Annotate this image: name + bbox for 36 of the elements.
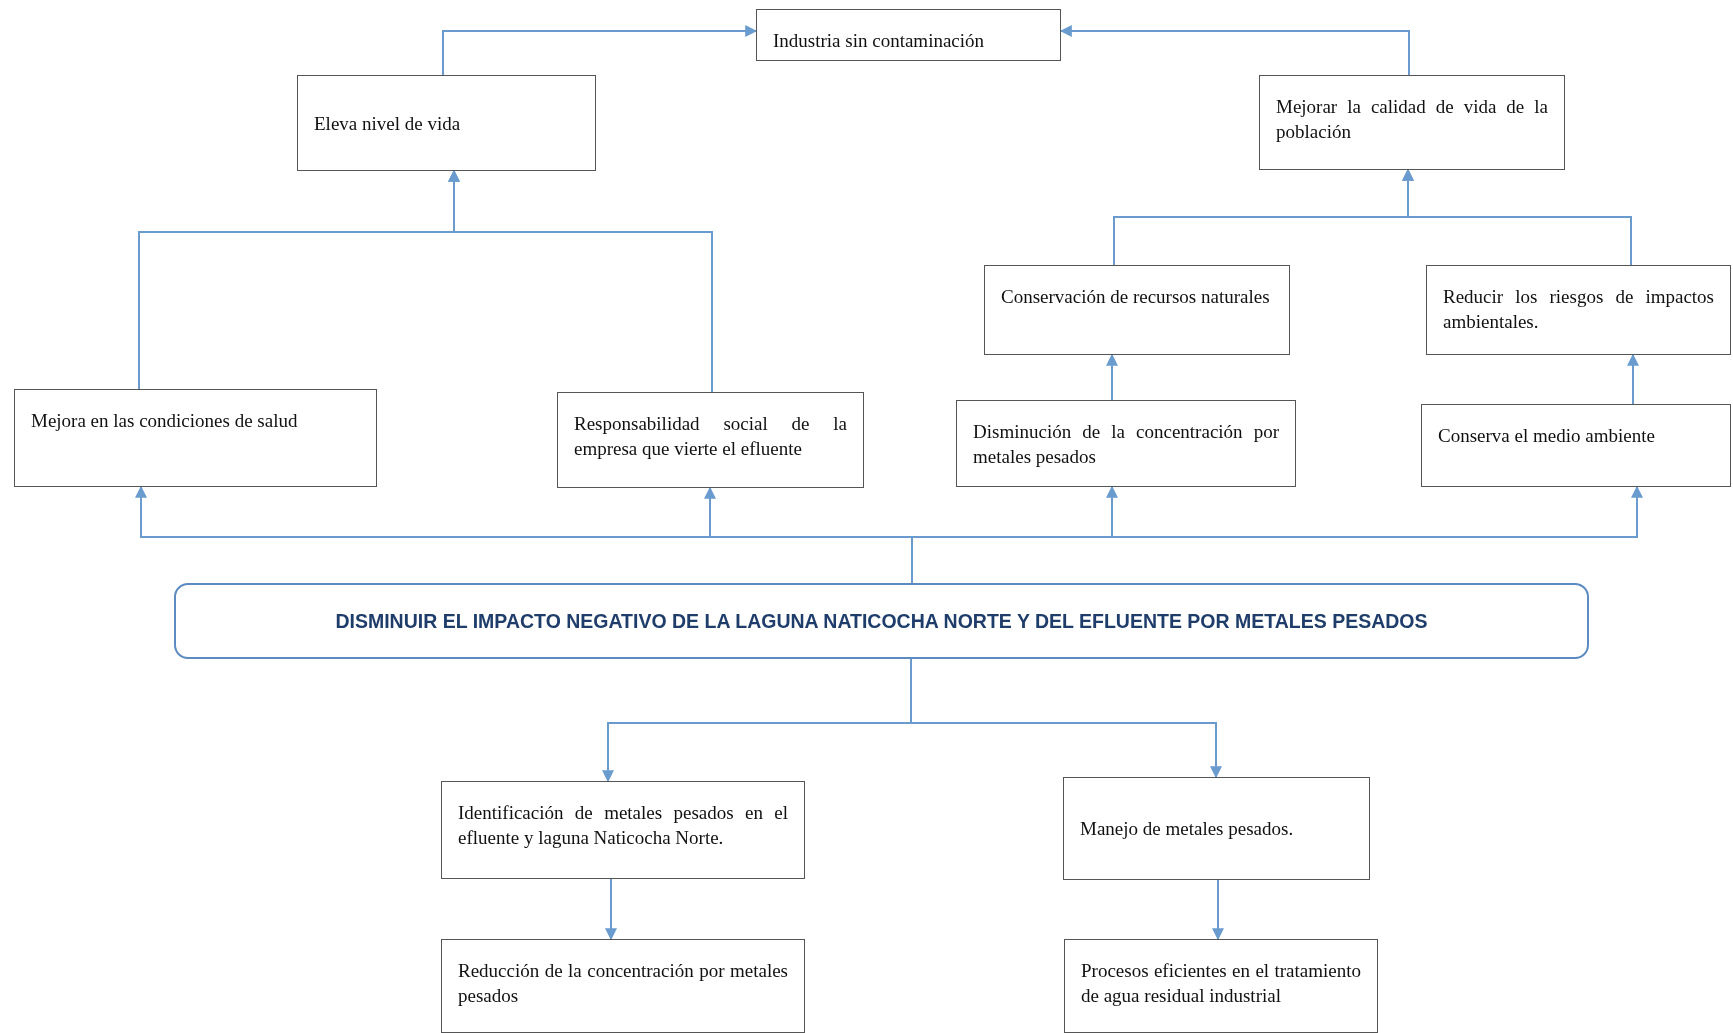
process-box bbox=[297, 75, 596, 171]
box-text: Eleva nivel de vida bbox=[314, 111, 461, 136]
box-text: Mejorar la calidad de vida de la población bbox=[1276, 95, 1548, 144]
box-text: Responsabilidad social de la empresa que vierte el efluente bbox=[574, 412, 847, 461]
box-text: Reducir los riesgos de impactos ambientales. bbox=[1443, 285, 1714, 334]
box-text: Identificación de metales pesados en el efluente y laguna Naticocha Norte. bbox=[458, 801, 788, 850]
arrow bbox=[605, 878, 617, 941]
process-box bbox=[1259, 75, 1565, 170]
box-text: Mejora en las condiciones de salud bbox=[31, 409, 299, 433]
box-text: Disminución de la concentración por metales pesados bbox=[973, 420, 1279, 469]
box-text: Industria sin contaminación bbox=[773, 29, 986, 53]
box-text: Reducción de la concentración por metales pesados bbox=[458, 959, 788, 1008]
arrow bbox=[1627, 353, 1639, 405]
process-box bbox=[14, 389, 377, 487]
goal-text: DISMINUIR EL IMPACTO NEGATIVO DE LA LAGUNA NATICOCHA NORTE Y DEL EFLUENTE POR METALES PESADOS bbox=[335, 608, 1428, 634]
box-text: Procesos eficientes en el tratamiento de agua residual industrial bbox=[1081, 959, 1361, 1008]
arrow bbox=[448, 169, 713, 393]
process-box bbox=[1063, 777, 1370, 880]
process-box bbox=[756, 9, 1061, 61]
arrow bbox=[1106, 353, 1118, 401]
box-text: Conserva el medio ambiente bbox=[1438, 424, 1656, 448]
goal-box bbox=[174, 583, 1589, 659]
arrow bbox=[1059, 25, 1410, 76]
process-box bbox=[557, 392, 864, 488]
process-box bbox=[956, 400, 1296, 487]
process-box bbox=[1421, 404, 1731, 487]
process-box bbox=[441, 939, 805, 1033]
arrow bbox=[1402, 168, 1632, 266]
process-box bbox=[1426, 265, 1731, 355]
process-box bbox=[441, 781, 805, 879]
arrow bbox=[1212, 879, 1224, 941]
box-text: Conservación de recursos naturales bbox=[1001, 285, 1271, 309]
process-box bbox=[984, 265, 1290, 355]
process-box bbox=[1064, 939, 1378, 1033]
arrow bbox=[442, 25, 758, 76]
box-text: Manejo de metales pesados. bbox=[1080, 817, 1294, 841]
